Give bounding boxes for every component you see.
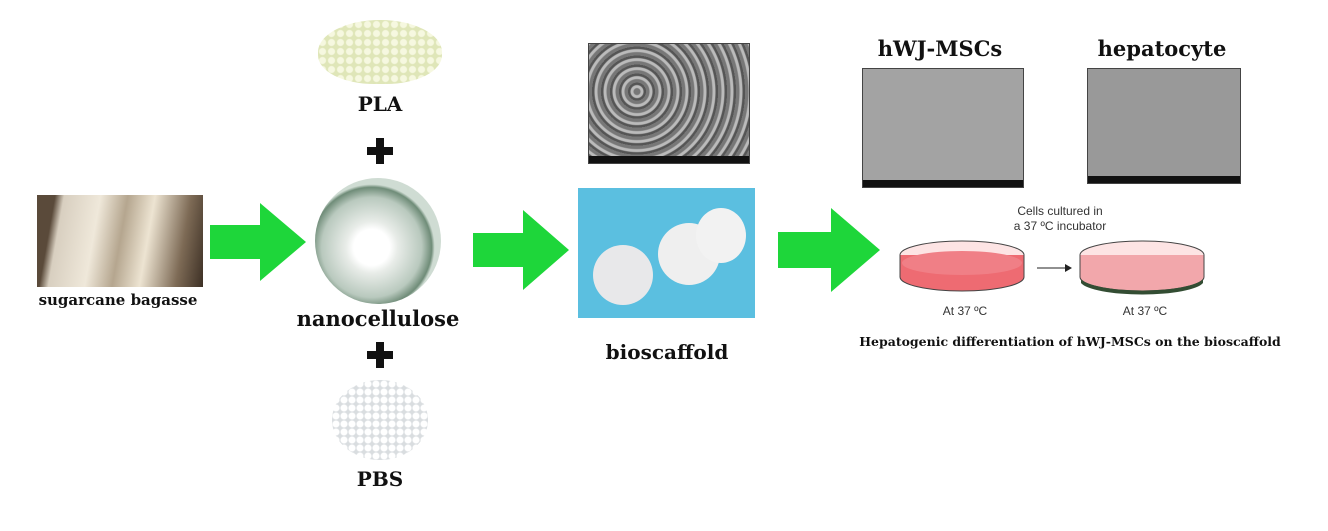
pbs-pellets-image: [332, 380, 428, 460]
sugarcane-bagasse-photo: [37, 195, 203, 287]
bioscaffold-label: bioscaffold: [605, 340, 729, 364]
hepatocyte-sem-image: [1087, 68, 1241, 184]
culture-note-line2: a 37 ºC incubator: [1013, 219, 1107, 233]
culture-dishes-illustration: [899, 240, 1205, 295]
nanocellulose-label: nanocellulose: [296, 306, 460, 331]
nanocellulose-petri-dish: [315, 178, 441, 304]
culture-note: Cells cultured in a 37 ºC incubator: [1014, 204, 1106, 234]
bioscaffold-photo: [578, 188, 755, 318]
hepatocyte-title: hepatocyte: [1097, 36, 1227, 61]
pla-label: PLA: [357, 92, 403, 116]
arrow-right-icon: [1065, 264, 1072, 272]
arrow-2: [473, 210, 569, 290]
plus-icon: [367, 342, 393, 368]
culture-note-line1: Cells cultured in: [1017, 204, 1103, 218]
temp-label-right: At 37 ºC: [1122, 304, 1168, 318]
bioscaffold-sem-image: [588, 43, 750, 164]
pla-pellets-image: [318, 20, 442, 84]
bagasse-label: sugarcane bagasse: [38, 291, 198, 309]
hwj-mscs-title: hWJ-MSCs: [877, 36, 1003, 61]
temp-label-left: At 37 ºC: [942, 304, 988, 318]
differentiation-caption: Hepatogenic differentiation of hWJ-MSCs …: [859, 334, 1281, 349]
arrow-3: [778, 208, 880, 292]
plus-icon: [367, 138, 393, 164]
hwj-mscs-sem-image: [862, 68, 1024, 188]
arrow-1: [210, 203, 306, 281]
pbs-label: PBS: [356, 467, 404, 491]
